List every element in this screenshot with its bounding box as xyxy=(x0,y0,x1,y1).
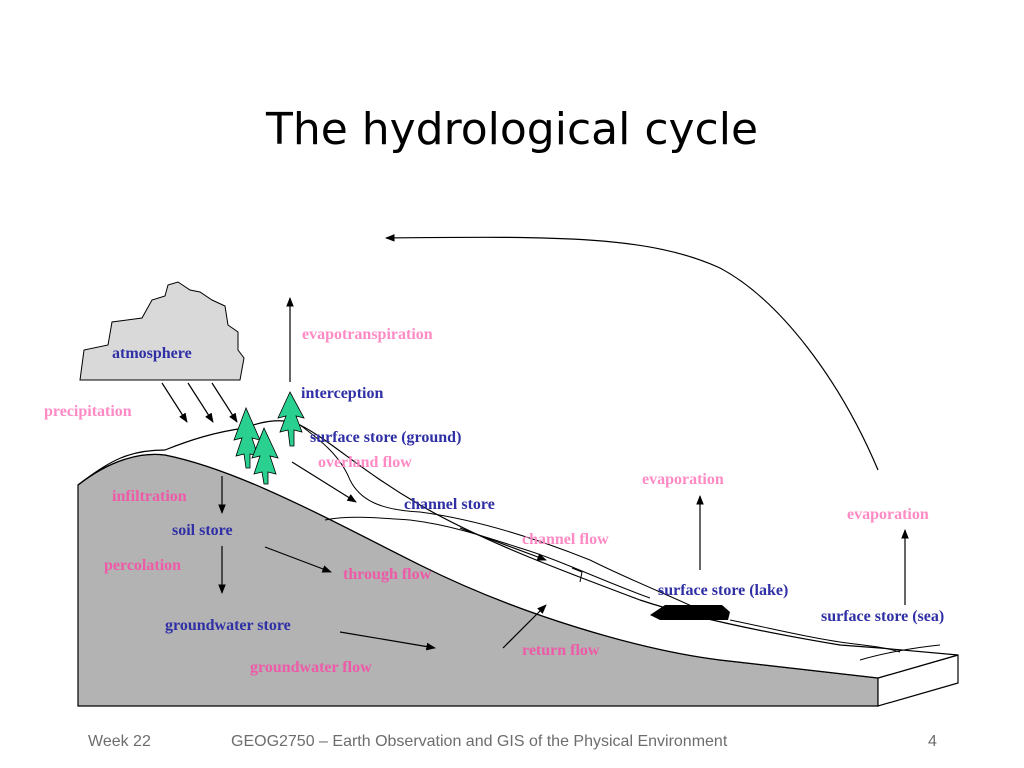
footer-week: Week 22 xyxy=(88,733,151,750)
label-channel-store: channel store xyxy=(404,496,495,513)
groundwater-flow-arrow xyxy=(339,631,436,651)
label-groundwater-store: groundwater store xyxy=(165,617,291,634)
ground-block xyxy=(77,420,959,707)
label-overland-flow: overland flow xyxy=(318,454,412,471)
overland-flow-arrow xyxy=(291,461,357,503)
label-percolation: percolation xyxy=(104,557,181,574)
channel-flow-arrow xyxy=(459,527,547,561)
label-evapotranspiration: evapotranspiration xyxy=(302,326,433,343)
footer-page-number: 4 xyxy=(928,733,937,750)
label-groundwater-flow: groundwater flow xyxy=(250,659,372,676)
label-atmosphere: atmosphere xyxy=(112,345,192,362)
label-evaporation-sea: evaporation xyxy=(847,506,929,523)
lake-shape xyxy=(650,605,730,620)
precipitation-arrow-2 xyxy=(187,382,214,423)
label-infiltration: infiltration xyxy=(112,488,187,505)
return-arc-arrow xyxy=(385,234,879,471)
label-interception: interception xyxy=(301,385,383,402)
label-surface-store-sea: surface store (sea) xyxy=(821,608,944,625)
tree-icon xyxy=(233,391,305,485)
label-through-flow: through flow xyxy=(343,566,432,583)
label-surface-store-lake: surface store (lake) xyxy=(658,582,788,599)
cloud-shape xyxy=(79,281,245,381)
return-flow-arrow xyxy=(502,604,547,649)
precipitation-arrow-1 xyxy=(161,382,188,423)
footer-course: GEOG2750 – Earth Observation and GIS of … xyxy=(231,733,728,750)
label-return-flow: return flow xyxy=(522,642,600,659)
through-flow-arrow xyxy=(264,546,332,573)
label-precipitation: precipitation xyxy=(44,403,132,420)
label-surface-store-ground: surface store (ground) xyxy=(310,429,461,446)
label-evaporation-lake: evaporation xyxy=(642,471,724,488)
slide-title: The hydrological cycle xyxy=(265,104,759,155)
precipitation-arrow-3 xyxy=(211,382,238,423)
label-channel-flow: channel flow xyxy=(522,531,609,548)
label-soil-store: soil store xyxy=(172,522,233,539)
